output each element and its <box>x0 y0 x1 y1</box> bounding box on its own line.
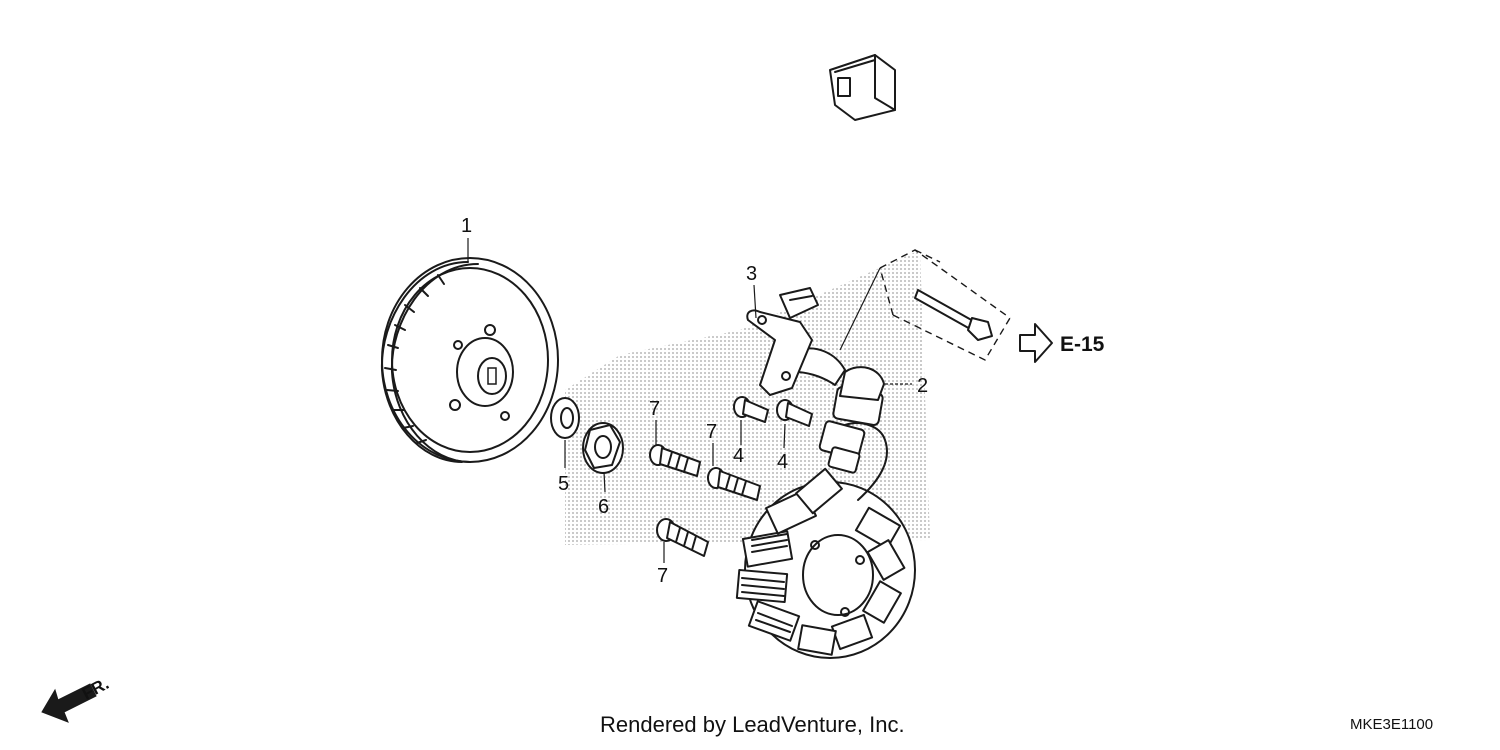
callout-5: 5 <box>558 473 569 495</box>
dotted-backdrop <box>565 250 930 545</box>
flywheel-rotor <box>380 257 559 463</box>
render-credit: Rendered by LeadVenture, Inc. <box>600 712 905 737</box>
callout-1: 1 <box>461 215 472 237</box>
diagram-code: MKE3E1100 <box>1350 716 1434 733</box>
screw-right <box>776 399 813 427</box>
callout-7-lower: 7 <box>657 565 668 587</box>
front-direction-indicator: FR. <box>41 674 112 723</box>
callout-6: 6 <box>598 496 609 518</box>
leader-lines <box>467 238 912 563</box>
callout-3: 3 <box>746 263 757 285</box>
flange-nut <box>582 422 624 474</box>
reference-arrow-icon <box>1019 323 1053 363</box>
bolt-middle <box>707 467 761 501</box>
callout-4-right: 4 <box>777 451 788 473</box>
stator-coil <box>735 54 916 659</box>
bolt-lower <box>656 518 709 557</box>
wire-clamp-plate <box>746 287 819 396</box>
connector-coupler <box>829 54 896 121</box>
callout-4-left: 4 <box>733 445 744 467</box>
reference-label: E-15 <box>1060 333 1105 356</box>
screw-left <box>733 396 769 423</box>
reference-bolt-box <box>839 249 1011 361</box>
washer <box>550 397 580 439</box>
front-arrow-icon <box>41 683 97 723</box>
callout-7-middle: 7 <box>706 421 717 443</box>
bolt-upper <box>649 444 701 477</box>
callout-7-upper: 7 <box>649 398 660 420</box>
callout-2: 2 <box>917 375 928 397</box>
